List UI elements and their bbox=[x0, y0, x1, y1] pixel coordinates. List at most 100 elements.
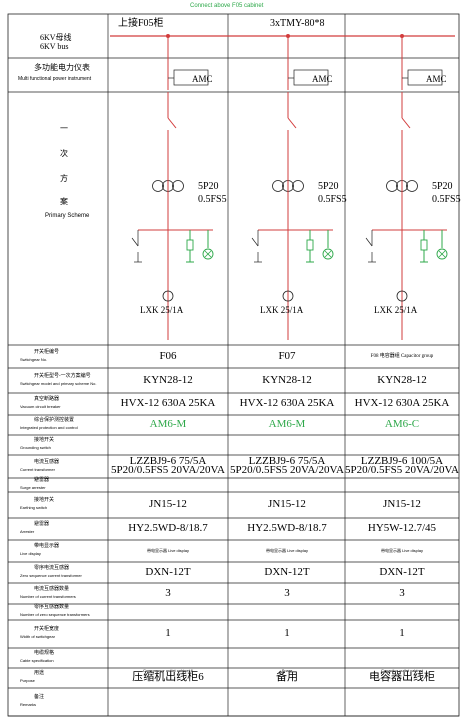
row-label-7: 接地开关 bbox=[34, 497, 55, 503]
row-label-5: 电流互感器 bbox=[34, 458, 60, 465]
row-8-value-2: HY5W-12.7/45 bbox=[367, 522, 437, 534]
col1-ct-ratio-2: 0.5FS5 bbox=[198, 194, 227, 205]
row-sub-5: Current transformer bbox=[20, 466, 55, 472]
row-13-value-1: 1 bbox=[284, 627, 290, 639]
row-sub-4: Grounding switch bbox=[20, 445, 51, 450]
col1-bus-tap bbox=[166, 34, 170, 38]
row-label-13: 开关柜宽度 bbox=[34, 626, 60, 632]
row-5-value-0: LZZBJ9-6 75/5A bbox=[129, 454, 207, 467]
row-15-value-1: 备用 bbox=[276, 671, 298, 683]
meter-label-cn: 多功能电力仪表 bbox=[34, 63, 90, 72]
row-15-tiny-above-1: Spare bbox=[281, 668, 293, 673]
row-sub-9: Live display bbox=[20, 551, 41, 556]
row-13-value-0: 1 bbox=[165, 627, 171, 639]
col2-arrester-body bbox=[306, 239, 314, 251]
meter-label-en: Multi functional power instrument bbox=[18, 76, 92, 82]
row-3-value-0: AM6-M bbox=[149, 418, 187, 430]
col3-ct-ratio-1: 5P20 bbox=[432, 181, 453, 192]
col2-amc-label: AMC bbox=[312, 74, 333, 84]
outer-frame bbox=[7, 13, 460, 717]
row-sub-0: Switchgear No. bbox=[20, 356, 48, 362]
row-label-4: 接地开关 bbox=[34, 437, 55, 443]
row-2-value-2: HVX-12 630A 25KA bbox=[354, 397, 450, 409]
row-3-value-2: AM6-C bbox=[384, 418, 420, 430]
col1-amc-label: AMC bbox=[192, 74, 213, 84]
row-label-10: 零序电流互感器 bbox=[34, 564, 70, 571]
col1-ct-2 bbox=[172, 180, 184, 192]
col3-zero-seq-ct bbox=[396, 290, 408, 302]
row-label-6: 避雷器 bbox=[34, 477, 50, 483]
row-sub-15: Purpose bbox=[20, 678, 35, 683]
col3-ct-0 bbox=[386, 180, 398, 192]
col2-indicator-lamp bbox=[322, 248, 334, 260]
col2-zero-seq-ct bbox=[282, 290, 294, 302]
col2-lxk-label: LXK 25/1A bbox=[260, 305, 304, 315]
col2-amc-box bbox=[293, 69, 329, 86]
row-8-value-1: HY2.5WD-8/18.7 bbox=[247, 522, 327, 534]
row-9-tiny-0: 带电显示器 Live display bbox=[146, 548, 189, 553]
row-10-value-0: DXN-12T bbox=[145, 565, 191, 578]
row-5-value2-1: 5P20/0.5FS5 20VA/20VA bbox=[230, 463, 344, 476]
col3-ct-2 bbox=[406, 180, 418, 192]
bus-label-en: 6KV bus bbox=[40, 42, 69, 51]
row-sub-2: Vacuum circuit breaker bbox=[20, 404, 61, 409]
row-7-value-0: JN15-12 bbox=[149, 498, 187, 510]
row-sub-1: Switchgear model and primary scheme No. bbox=[20, 380, 97, 386]
row-3-value-1: AM6-M bbox=[268, 418, 306, 430]
col1-earth-blade bbox=[131, 237, 139, 247]
row-5-value2-2: 5P20/0.5FS5 20VA/20VA bbox=[345, 463, 459, 476]
row-11-value-2: 3 bbox=[399, 586, 405, 599]
col2-ct-0 bbox=[272, 180, 284, 192]
row-15-tiny-above-2: Capacitor outlet cabinet bbox=[380, 668, 424, 673]
row-0-value-1: F07 bbox=[278, 349, 296, 362]
row-label-15: 用途 bbox=[34, 670, 45, 676]
col3-ct-ratio-2: 0.5FS5 bbox=[432, 194, 461, 205]
row-1-value-0: KYN28-12 bbox=[143, 373, 193, 386]
row-15-value-2: 电容器出线柜 bbox=[369, 671, 435, 683]
row-1-value-2: KYN28-12 bbox=[377, 373, 427, 386]
col3-amc-label: AMC bbox=[426, 74, 447, 84]
row-sub-13: Width of switchgear bbox=[20, 634, 55, 639]
row-label-2: 真空断路器 bbox=[34, 396, 60, 402]
row-label-14: 电缆规格 bbox=[34, 650, 55, 656]
row-15-tiny-above-0: Compressor outlet cabinet 6 bbox=[142, 668, 194, 673]
bus-label-cn: 6KV母线 bbox=[40, 33, 72, 42]
row-9-tiny-2: 带电显示器 Live display bbox=[380, 548, 423, 553]
row-7-value-2: JN15-12 bbox=[383, 498, 421, 510]
row-8-value-0: HY2.5WD-8/18.7 bbox=[128, 522, 208, 534]
col3-amc-box bbox=[407, 69, 443, 86]
col1-lxk-label: LXK 25/1A bbox=[140, 305, 184, 315]
col3-breaker-blade bbox=[401, 117, 411, 129]
col1-ct-0 bbox=[152, 180, 164, 192]
row-0-value-0: F06 bbox=[159, 349, 177, 362]
header-col1: 上接F05柜 bbox=[118, 18, 164, 29]
row-13-value-2: 1 bbox=[399, 627, 405, 639]
col2-breaker-blade bbox=[287, 117, 297, 129]
row-sub-3: Integrated protection and control bbox=[20, 425, 78, 430]
col3-lxk-label: LXK 25/1A bbox=[374, 305, 418, 315]
col1-zero-seq-ct bbox=[162, 290, 174, 302]
row-0-value-2: F08 电容器组 Capacitor group bbox=[370, 353, 434, 359]
row-sub-11: Number of current transformers bbox=[20, 593, 76, 599]
col3-bus-tap bbox=[400, 34, 404, 38]
row-7-value-1: JN15-12 bbox=[268, 498, 306, 510]
row-2-value-0: HVX-12 630A 25KA bbox=[120, 397, 216, 409]
row-15-value-0: 压缩机出线柜6 bbox=[132, 671, 204, 683]
row-2-value-1: HVX-12 630A 25KA bbox=[239, 397, 335, 409]
col2-ct-2 bbox=[292, 180, 304, 192]
row-sub-12: Number of zero sequence transformers bbox=[20, 612, 90, 617]
scheme-char-2: 次 bbox=[60, 149, 68, 158]
row-label-9: 带电显示器 bbox=[34, 543, 60, 549]
row-5-value-1: LZZBJ9-6 75/5A bbox=[248, 454, 326, 467]
row-label-3: 综合保护测控装置 bbox=[34, 417, 75, 423]
col1-ct-ratio-1: 5P20 bbox=[198, 181, 219, 192]
col1-indicator-lamp bbox=[202, 248, 214, 260]
row-11-value-1: 3 bbox=[284, 586, 290, 599]
row-5-value2-0: 5P20/0.5FS5 20VA/20VA bbox=[111, 463, 225, 476]
row-sub-8: Arrester bbox=[20, 529, 35, 534]
row-sub-7: Earthing switch bbox=[20, 505, 48, 510]
col3-earth-blade bbox=[365, 237, 373, 247]
row-5-value-2: LZZBJ9-6 100/5A bbox=[360, 454, 444, 467]
col2-bus-tap bbox=[286, 34, 290, 38]
